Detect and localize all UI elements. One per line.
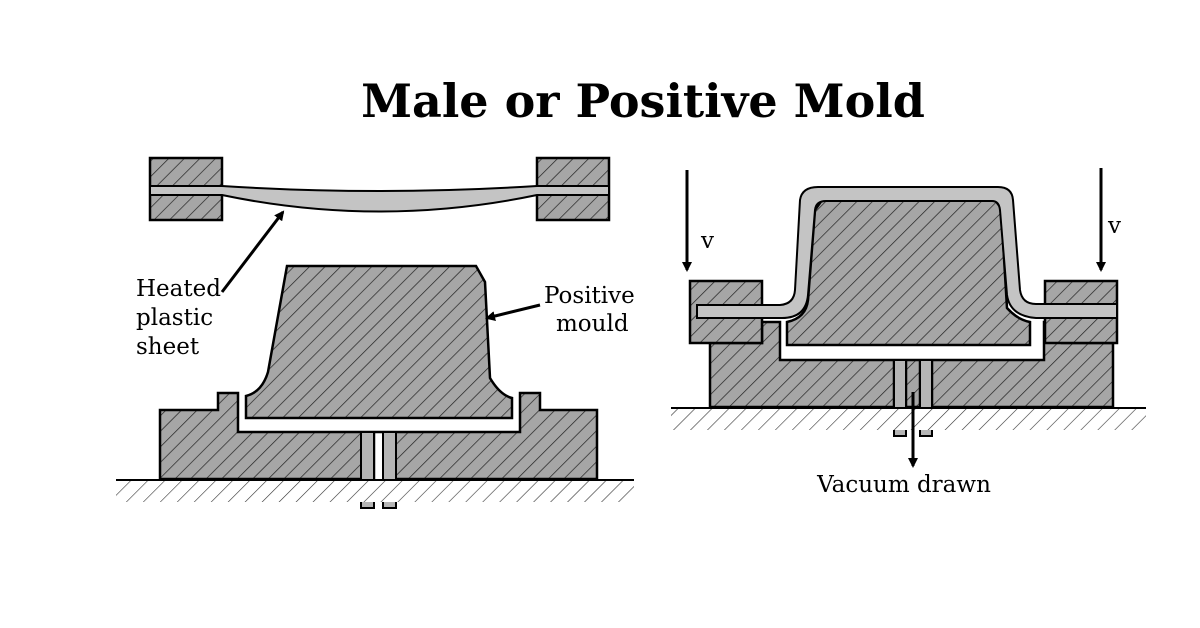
- heated-plastic-sheet-label: Heated plastic sheet: [136, 276, 228, 360]
- left-ground-hatch: [116, 480, 634, 502]
- formed-plastic-sheet: [696, 186, 1118, 319]
- right-diagram: v v Vacuum drawn: [671, 168, 1146, 498]
- right-ground-hatch: [671, 408, 1146, 430]
- positive-mould: [244, 264, 514, 420]
- diagram-title: Male or Positive Mold: [361, 74, 925, 128]
- heated-plastic-sheet: [149, 185, 610, 213]
- left-velocity-label: v: [700, 228, 714, 254]
- mould-pointer-arrow: [485, 303, 541, 321]
- right-velocity-label: v: [1107, 213, 1121, 239]
- sheet-pointer-arrow: [220, 210, 285, 293]
- right-positive-mould: [785, 198, 1032, 347]
- left-diagram: Heated plastic sheet Positive mould: [116, 156, 642, 509]
- vacuum-drawn-label: Vacuum drawn: [816, 472, 991, 498]
- positive-mould-label: Positive mould: [544, 283, 642, 337]
